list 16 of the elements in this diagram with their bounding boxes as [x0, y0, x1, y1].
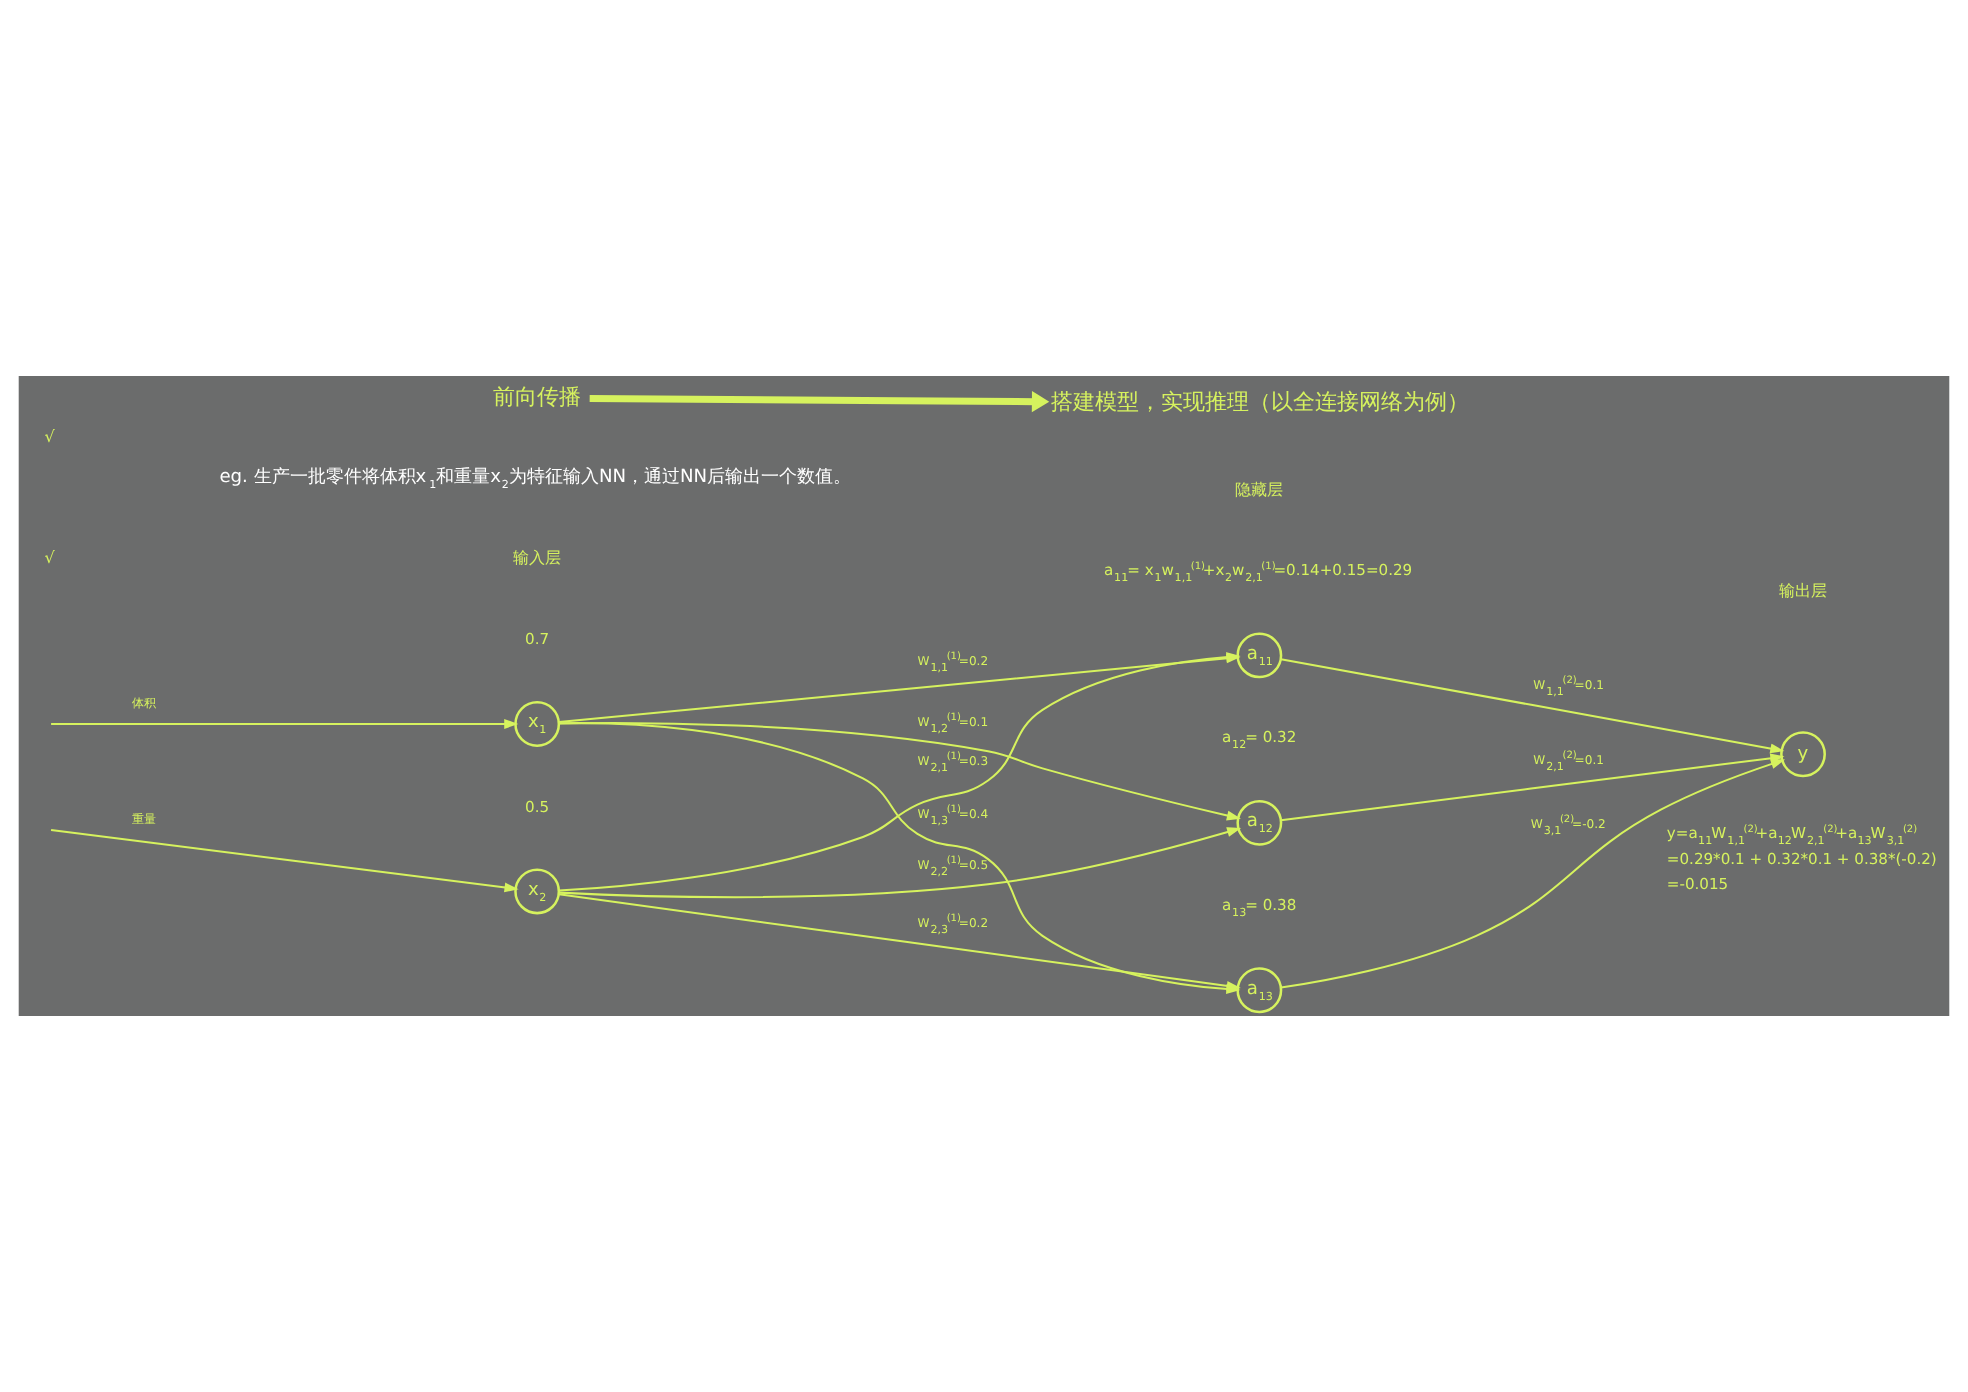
- node-circle: y: [1780, 731, 1826, 778]
- arrow: [1280, 759, 1786, 989]
- node-text: 搭建模型，实现推理（以全连接网络为例）: [1050, 388, 1469, 415]
- arrow: [558, 893, 1241, 991]
- node-text: 前向传播: [492, 383, 581, 410]
- label: eg. 生产一批零件将体积x$_{1}$和重量x$_{2}$为特征输入NN，通过NN后输出一个数值。: [219, 468, 852, 493]
- node-circle: a$_{11}$: [1236, 632, 1283, 679]
- arrow: [50, 828, 519, 893]
- node-circle: x$_{2}$: [514, 868, 561, 915]
- arrow: [589, 391, 1050, 413]
- node-circle: x$_{1}$: [514, 701, 561, 747]
- arrow: [1280, 658, 1785, 754]
- node-circle: a$_{13}$: [1236, 967, 1283, 1014]
- arrow: [51, 719, 519, 729]
- arrow: [558, 827, 1242, 899]
- node-circle: a$_{12}$: [1236, 799, 1283, 846]
